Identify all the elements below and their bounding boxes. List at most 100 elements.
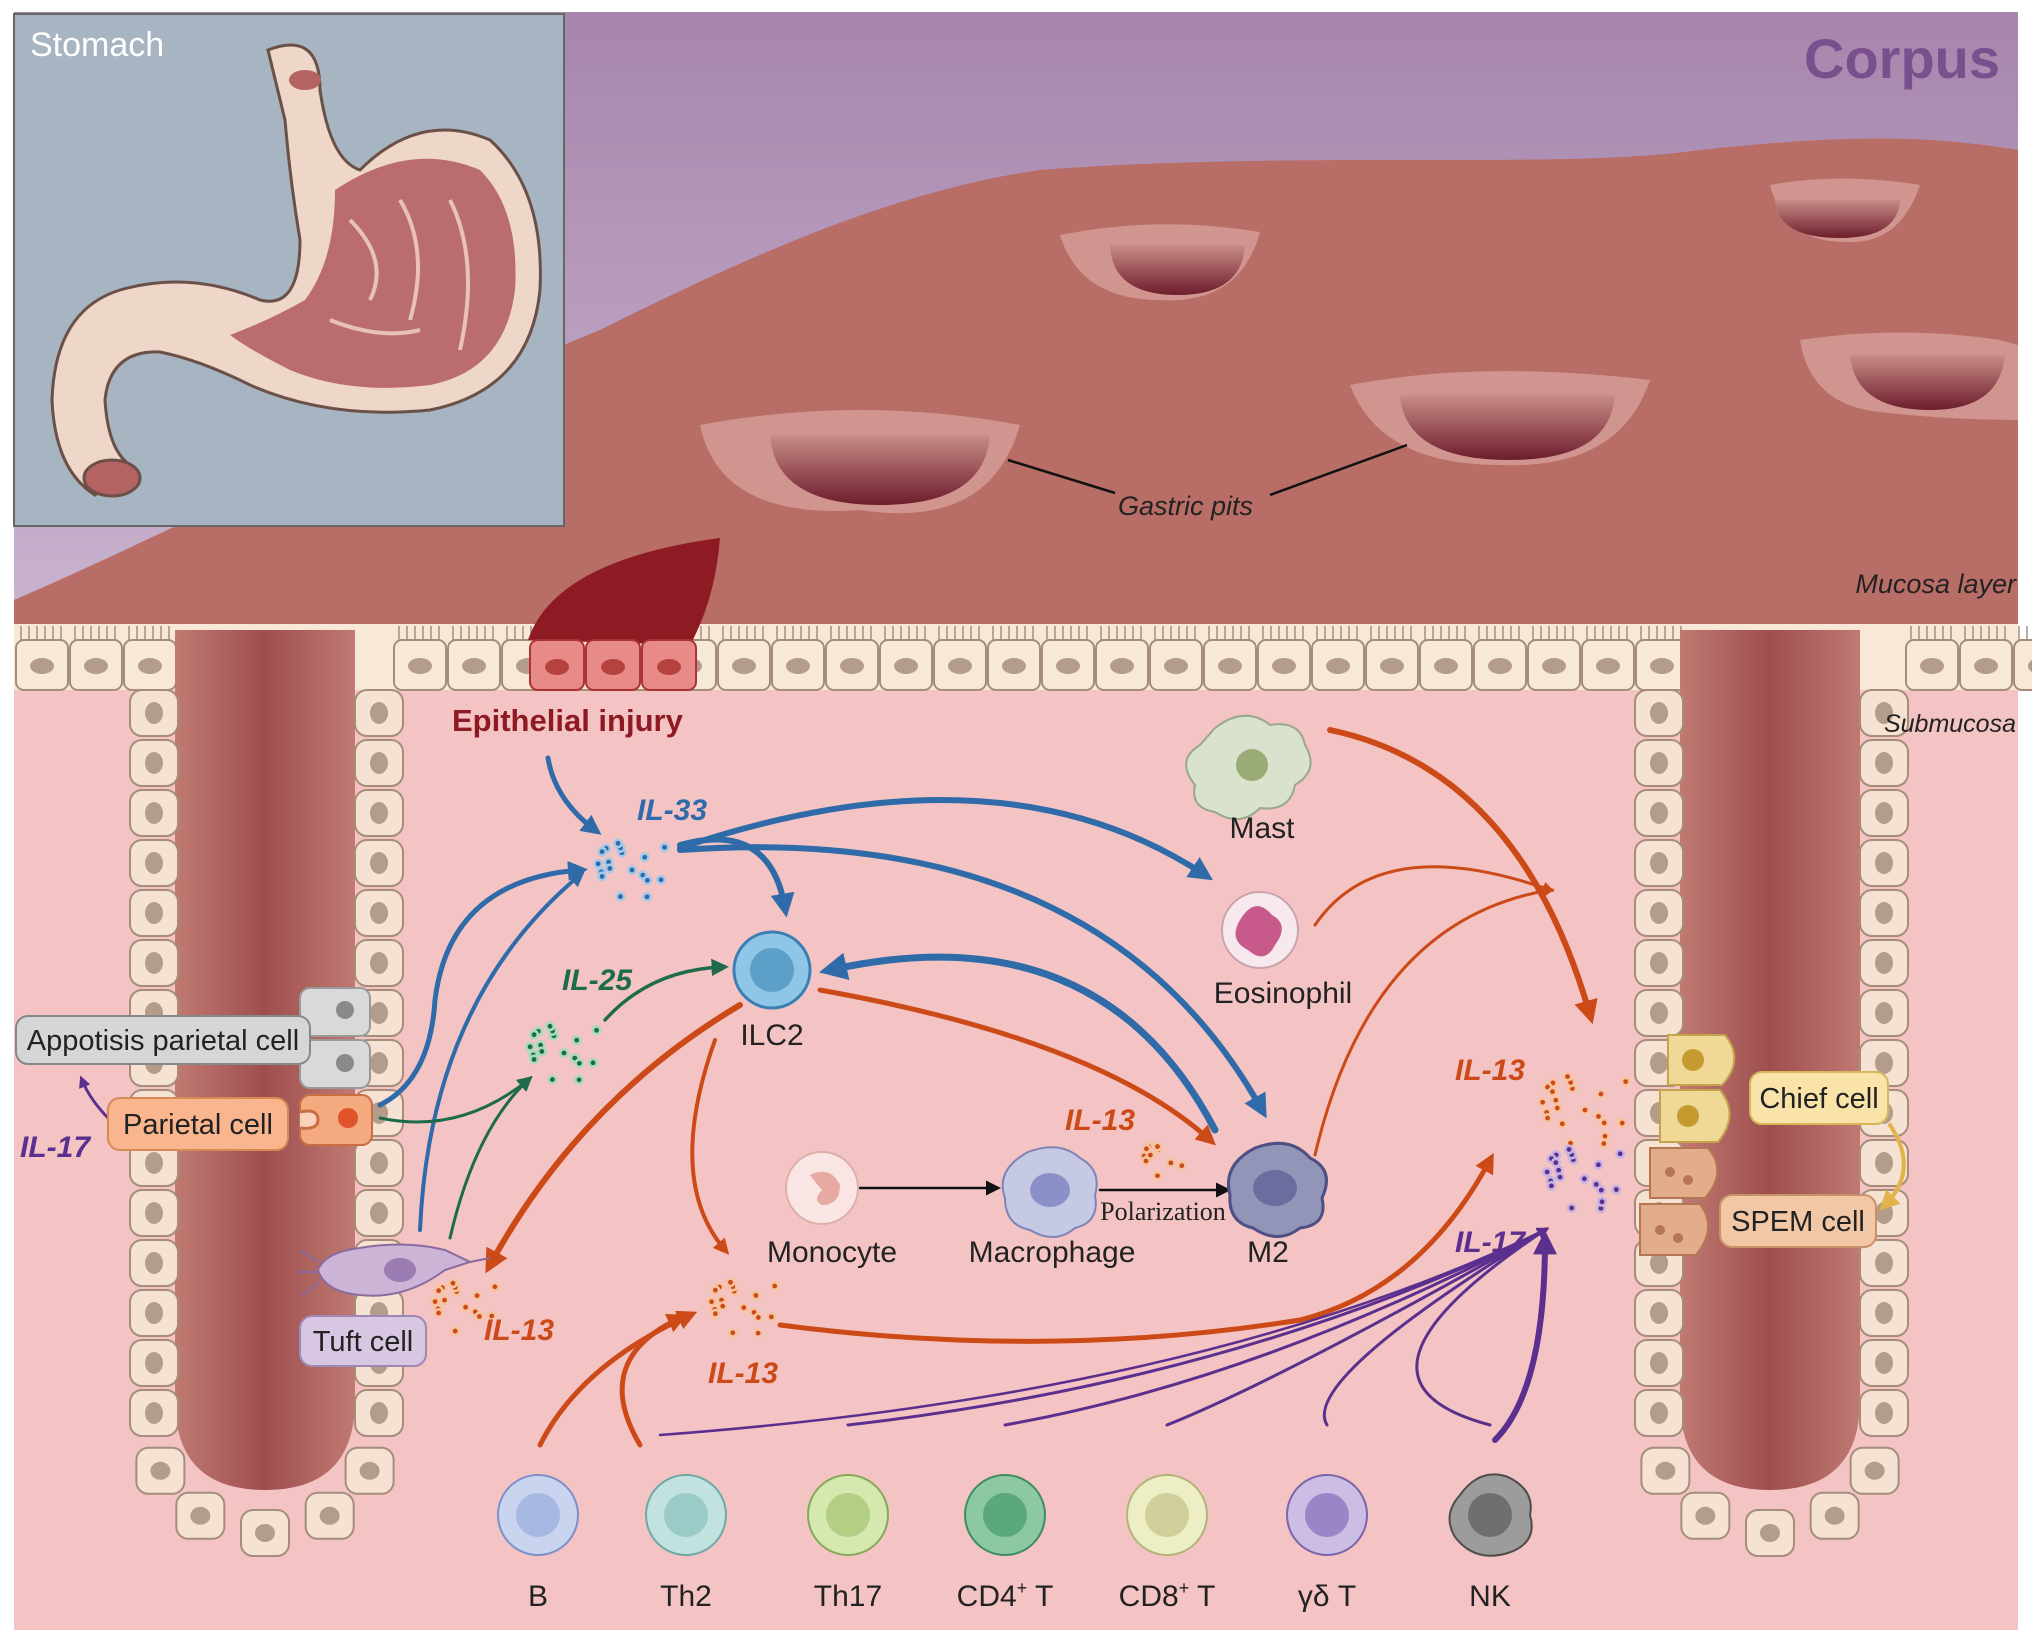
arrow-cell-to-il17	[1165, 1227, 1550, 1427]
arrow-cell-to-il17	[1322, 1227, 1550, 1427]
gland-cell	[1859, 1389, 1909, 1437]
gland-cell	[1634, 1389, 1684, 1437]
il33-cluster	[593, 838, 670, 902]
gland-base-cell	[135, 1446, 186, 1495]
epithelial-cell	[717, 626, 771, 691]
macrophage-cell	[1001, 1146, 1098, 1238]
bottom-cell-label-0: B	[528, 1580, 548, 1613]
cytokine-clusters	[430, 838, 1631, 1339]
gland-cell	[1634, 689, 1684, 737]
gland-cell	[129, 889, 179, 937]
gland-cell	[354, 839, 404, 887]
bottom-cell-4: CD8+ T	[1119, 1474, 1215, 1613]
gland-cell	[1859, 1339, 1909, 1387]
apoptotic-parietal-cells	[299, 987, 371, 1089]
parietal-cell	[299, 1094, 373, 1146]
arrow-tuft-to-il33	[418, 870, 585, 1232]
gland-cell	[1634, 839, 1684, 887]
epithelial-cell	[1581, 626, 1635, 691]
epithelial-cell	[69, 626, 123, 691]
injured-cells	[529, 639, 697, 691]
gland-base-cell	[175, 1491, 226, 1540]
il17-left-label: IL-17	[20, 1131, 91, 1164]
gland-cell	[1859, 1239, 1909, 1287]
gland-base-cell	[1745, 1509, 1795, 1557]
gland-cell	[1634, 939, 1684, 987]
inset-title: Stomach	[30, 26, 164, 64]
chief-cells	[1659, 1034, 1736, 1143]
stomach-inset: Stomach	[13, 13, 565, 527]
gland-cell	[129, 1239, 179, 1287]
gland-cell	[1859, 689, 1909, 737]
arrow-il17-to-apoptosis	[79, 1075, 112, 1122]
parietal-box: Parietal cell	[107, 1097, 289, 1151]
left-gland	[129, 630, 404, 1557]
epithelial-cell	[1473, 626, 1527, 691]
epithelial-cell	[15, 626, 69, 691]
il25-label: IL-25	[562, 964, 633, 997]
tuft-box-label: Tuft cell	[313, 1326, 413, 1358]
epithelial-cell	[1311, 626, 1365, 691]
epithelial-cell	[2013, 626, 2032, 691]
epithelial-cell	[1203, 626, 1257, 691]
arrow-parietal-to-il33	[377, 860, 588, 1108]
epithelial-cell	[1095, 626, 1149, 691]
bottom-cell-3: CD4+ T	[957, 1474, 1053, 1613]
eosinophil-cell	[1221, 891, 1299, 969]
epithelial-cell	[771, 626, 825, 691]
gland-cell	[1859, 839, 1909, 887]
chief-box-label: Chief cell	[1759, 1083, 1878, 1115]
gland-cell	[129, 1339, 179, 1387]
il13-center-label: IL-13	[708, 1357, 778, 1390]
epithelial-injury-mark	[528, 538, 720, 645]
bottom-cell-1: Th2	[645, 1474, 727, 1613]
gland-cell	[354, 739, 404, 787]
gastric-pits-pointer-right	[1269, 443, 1408, 497]
epithelial-cell	[933, 626, 987, 691]
tuft-box: Tuft cell	[299, 1315, 427, 1367]
mast-cell	[1185, 714, 1312, 820]
bottom-cell-label-6: NK	[1469, 1580, 1511, 1613]
gland-cell	[1859, 789, 1909, 837]
il17-right-label: IL-17	[1455, 1226, 1526, 1259]
gland-cell	[354, 1139, 404, 1187]
epithelial-cell	[447, 626, 501, 691]
gland-cell	[1634, 1339, 1684, 1387]
gland-cell	[1859, 939, 1909, 987]
submucosa-label: Submucosa	[1884, 710, 2016, 738]
il13-tuft-cluster	[430, 1278, 500, 1337]
arrow-ilc2-to-m2	[817, 987, 1216, 1146]
epithelial-cell	[879, 626, 933, 691]
gland-base-cell	[1680, 1491, 1731, 1540]
apoptosis-box: Appotisis parietal cell	[15, 1015, 311, 1065]
epithelial-cell	[1635, 626, 1689, 691]
arrow-il33-to-eosinophil	[677, 797, 1214, 881]
epithelial-cell	[123, 626, 177, 691]
gland-cell	[129, 1289, 179, 1337]
arrow-cell-to-il17	[1415, 1227, 1549, 1427]
gland-cell	[354, 689, 404, 737]
arrow-il13-to-right-cluster	[777, 1152, 1494, 1344]
il13-center-cluster	[706, 1277, 780, 1339]
gland-cell	[354, 939, 404, 987]
gland-base-cell	[344, 1446, 395, 1495]
arrows	[79, 727, 1906, 1448]
epithelial-cell	[825, 626, 879, 691]
arrow-parietal-to-il25	[378, 1076, 533, 1124]
arrow-nk-to-il17	[1492, 1230, 1557, 1443]
gland-cell	[1634, 739, 1684, 787]
epithelial-cell	[1041, 626, 1095, 691]
arrow-m2-path	[1313, 885, 1555, 1157]
arrow-il25-to-ilc2	[603, 958, 729, 1022]
gland-cell	[354, 1389, 404, 1437]
macrophage-label: Macrophage	[969, 1236, 1136, 1269]
gland-base-cell	[240, 1509, 290, 1557]
gland-base-cell	[1640, 1446, 1691, 1495]
epithelial-cell	[1905, 626, 1959, 691]
il33-label: IL-33	[637, 794, 707, 827]
gland-cell	[1634, 989, 1684, 1037]
arrow-ilc2-to-tuft-il13	[485, 1002, 743, 1274]
gland-cell	[354, 889, 404, 937]
